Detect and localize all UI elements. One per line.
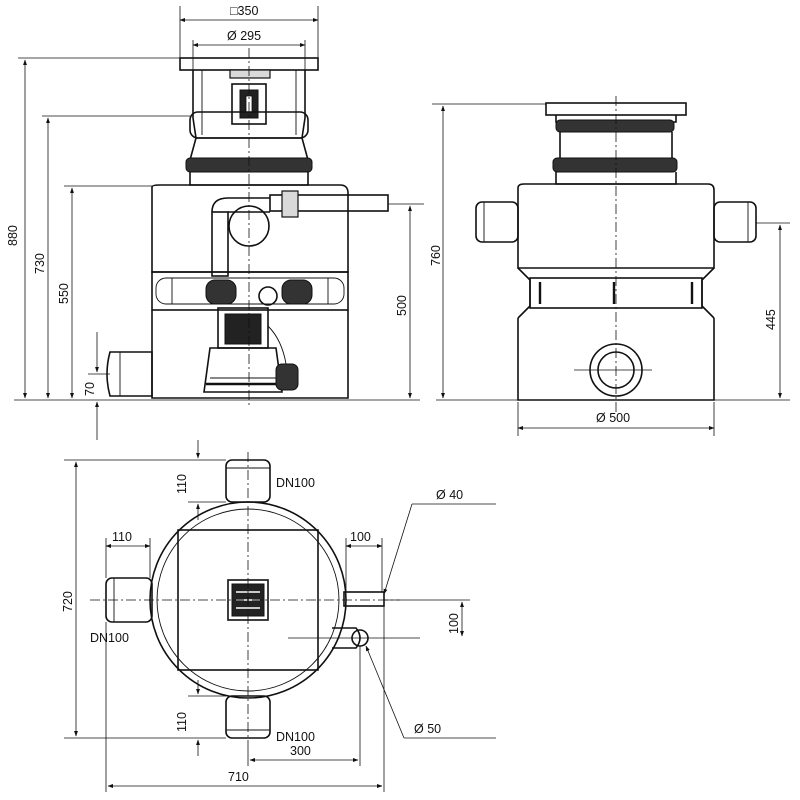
side-dimensions: 760 445 Ø 500 (429, 103, 790, 436)
tank-waist (151, 271, 349, 311)
plan-view (90, 452, 420, 748)
dim-center-distance: 300 (290, 744, 311, 758)
dim-right-offset: 100 (350, 530, 371, 544)
dim-outlet-height: 500 (395, 295, 409, 316)
dim-plan-width: 710 (228, 770, 249, 784)
side-tank-upper (517, 183, 715, 269)
side-inlet-left (475, 201, 519, 243)
label-pipe-40: Ø 40 (436, 488, 463, 502)
plan-pipe-40 (343, 591, 385, 607)
dim-base-diameter: Ø 500 (596, 411, 630, 425)
side-view (475, 96, 757, 412)
outlet-pipe (269, 194, 389, 212)
front-view (106, 48, 389, 408)
dim-side-spacing: 100 (447, 613, 461, 634)
tank-upper (151, 184, 349, 273)
front-dimensions: □350 Ø 295 880 730 550 70 500 (6, 4, 424, 440)
dim-side-inlet-height: 445 (764, 309, 778, 330)
float-switch (275, 363, 299, 391)
dim-left-offset: 110 (112, 530, 132, 544)
dim-top-diameter: Ø 295 (227, 29, 261, 43)
plan-dimensions: 720 110 110 110 100 100 300 710 (61, 440, 496, 792)
dim-730: 730 (33, 253, 47, 274)
label-bottom-pipe: DN100 (276, 730, 315, 744)
dim-bottom-offset: 110 (175, 712, 189, 732)
dim-550: 550 (57, 283, 71, 304)
label-top-pipe: DN100 (276, 476, 315, 490)
dim-plan-depth: 720 (61, 591, 75, 612)
label-pipe-50: Ø 50 (414, 722, 441, 736)
dim-top-square: □350 (230, 4, 258, 18)
side-inlet-right (713, 201, 757, 243)
dim-inlet-height: 70 (83, 382, 97, 396)
dim-top-offset: 110 (175, 474, 189, 494)
inlet-pipe (106, 351, 153, 397)
pump-body (203, 347, 283, 393)
dim-overall-height: 880 (6, 225, 20, 246)
dim-side-height: 760 (429, 245, 443, 266)
label-left-pipe: DN100 (90, 631, 129, 645)
